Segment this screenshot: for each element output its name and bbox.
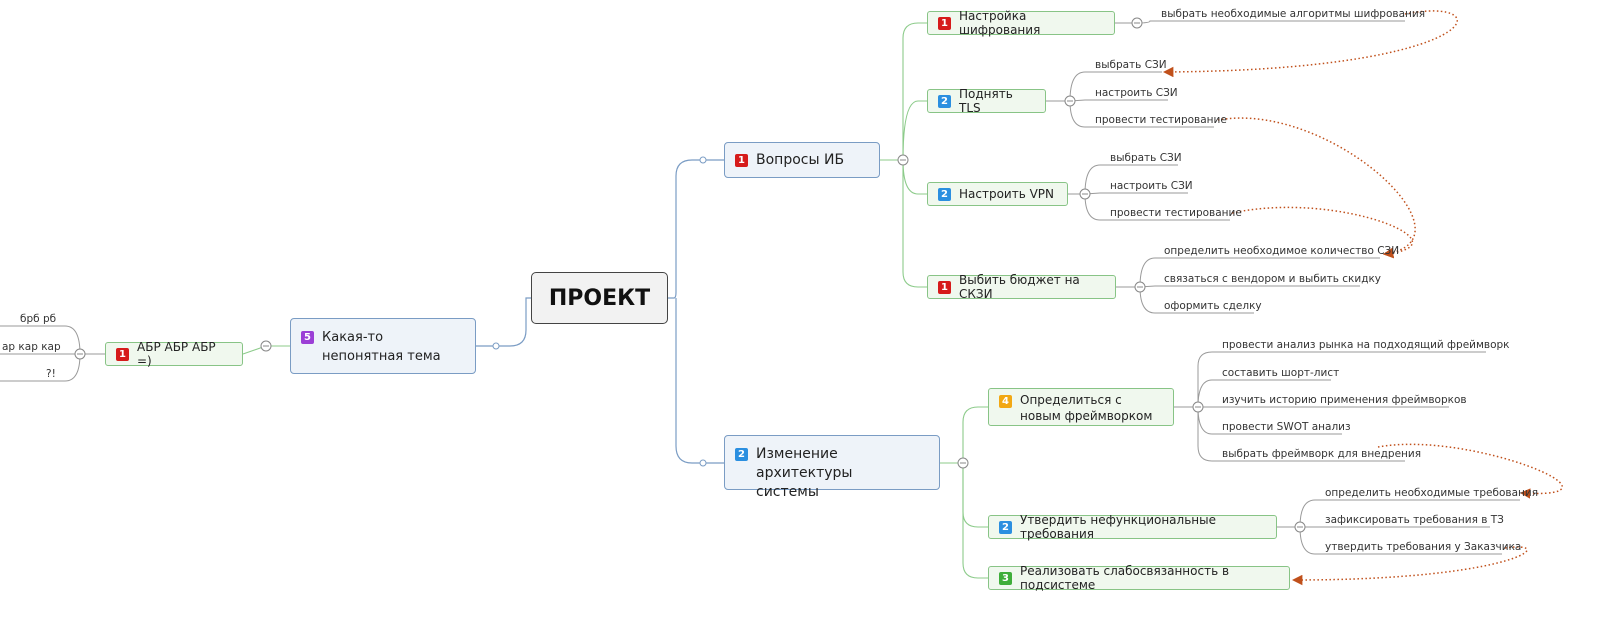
priority-1-icon: 1 [938, 280, 951, 294]
subtopic-budget[interactable]: 1 Выбить бюджет на СКЗИ [927, 273, 1116, 301]
priority-3-icon: 3 [999, 571, 1012, 585]
priority-2-icon: 2 [735, 448, 748, 461]
leaf-item[interactable]: определить необходимое количество СЗИ [1164, 245, 1400, 257]
topic-architecture[interactable]: 2 Изменение архитектуры системы [724, 435, 940, 500]
leaf-item[interactable]: ?! [46, 368, 56, 380]
leaf-item[interactable]: утвердить требования у Заказчика [1325, 541, 1522, 553]
subtopic-nfr[interactable]: 2 Утвердить нефункциональные требования [988, 513, 1277, 541]
leaf-item[interactable]: определить необходимые требования [1325, 487, 1539, 499]
topic-ib[interactable]: 1 Вопросы ИБ [724, 142, 880, 178]
leaf-item[interactable]: провести SWOT анализ [1222, 421, 1351, 433]
leaf-item[interactable]: выбрать СЗИ [1095, 59, 1167, 71]
leaf-item[interactable]: составить шорт-лист [1222, 367, 1340, 379]
leaf-item[interactable]: выбрать необходимые алгоритмы шифрования [1161, 8, 1426, 20]
subtopic-label: Реализовать слабосвязанность в подсистем… [1020, 564, 1230, 592]
priority-5-icon: 5 [301, 331, 314, 344]
subtopic-label: Выбить бюджет на СКЗИ [959, 273, 1080, 301]
subtopic-label: Настроить VPN [959, 187, 1055, 201]
priority-2-icon: 2 [999, 520, 1012, 534]
leaf-item[interactable]: изучить историю применения фреймворков [1222, 394, 1467, 406]
topic-unclear[interactable]: 5 Какая-то непонятная тема [290, 318, 476, 374]
subtopic-label: Настройка шифрования [959, 9, 1041, 37]
leaf-item[interactable]: провести тестирование [1110, 207, 1242, 219]
subtopic-label: Утвердить нефункциональные требования [1020, 513, 1216, 541]
subtopic-loose-coupling[interactable]: 3 Реализовать слабосвязанность в подсист… [988, 564, 1290, 592]
topic-ib-label: Вопросы ИБ [756, 152, 845, 168]
subtopic-encryption[interactable]: 1 Настройка шифрования [927, 9, 1115, 37]
priority-1-icon: 1 [735, 153, 748, 167]
subtopic-vpn[interactable]: 2 Настроить VPN [927, 182, 1068, 206]
leaf-item[interactable]: связаться с вендором и выбить скидку [1164, 273, 1382, 285]
priority-2-icon: 2 [938, 94, 951, 108]
priority-1-icon: 1 [938, 16, 951, 30]
leaf-item[interactable]: оформить сделку [1164, 300, 1262, 312]
leaf-item[interactable]: брб рб [20, 313, 57, 325]
priority-4-icon: 4 [999, 395, 1012, 408]
leaf-item[interactable]: выбрать СЗИ [1110, 152, 1182, 164]
root-topic[interactable]: ПРОЕКТ [531, 272, 668, 324]
subtopic-tls[interactable]: 2 Поднять TLS [927, 87, 1046, 115]
subtopic-label: АБР АБР АБР =) [137, 340, 216, 368]
root-label: ПРОЕКТ [548, 285, 651, 311]
leaf-item[interactable]: провести анализ рынка на подходящий фрей… [1222, 339, 1510, 351]
topic-unclear-label: Какая-то непонятная тема [322, 330, 441, 364]
leaf-item[interactable]: выбрать фреймворк для внедрения [1222, 448, 1422, 460]
leaf-item[interactable]: зафиксировать требования в ТЗ [1325, 514, 1504, 526]
priority-1-icon: 1 [116, 347, 129, 361]
leaf-item[interactable]: провести тестирование [1095, 114, 1227, 126]
priority-2-icon: 2 [938, 187, 951, 201]
subtopic-label: Определиться с новым фреймворком [1020, 393, 1153, 423]
topic-architecture-label: Изменение архитектуры системы [756, 446, 853, 500]
subtopic-abr[interactable]: 1 АБР АБР АБР =) [105, 340, 243, 368]
leaf-item[interactable]: ар кар кар [2, 341, 61, 353]
subtopic-framework[interactable]: 4 Определиться с новым фреймворком [988, 388, 1174, 426]
leaf-item[interactable]: настроить СЗИ [1095, 87, 1178, 99]
leaf-item[interactable]: настроить СЗИ [1110, 180, 1193, 192]
subtopic-label: Поднять TLS [959, 87, 1013, 115]
